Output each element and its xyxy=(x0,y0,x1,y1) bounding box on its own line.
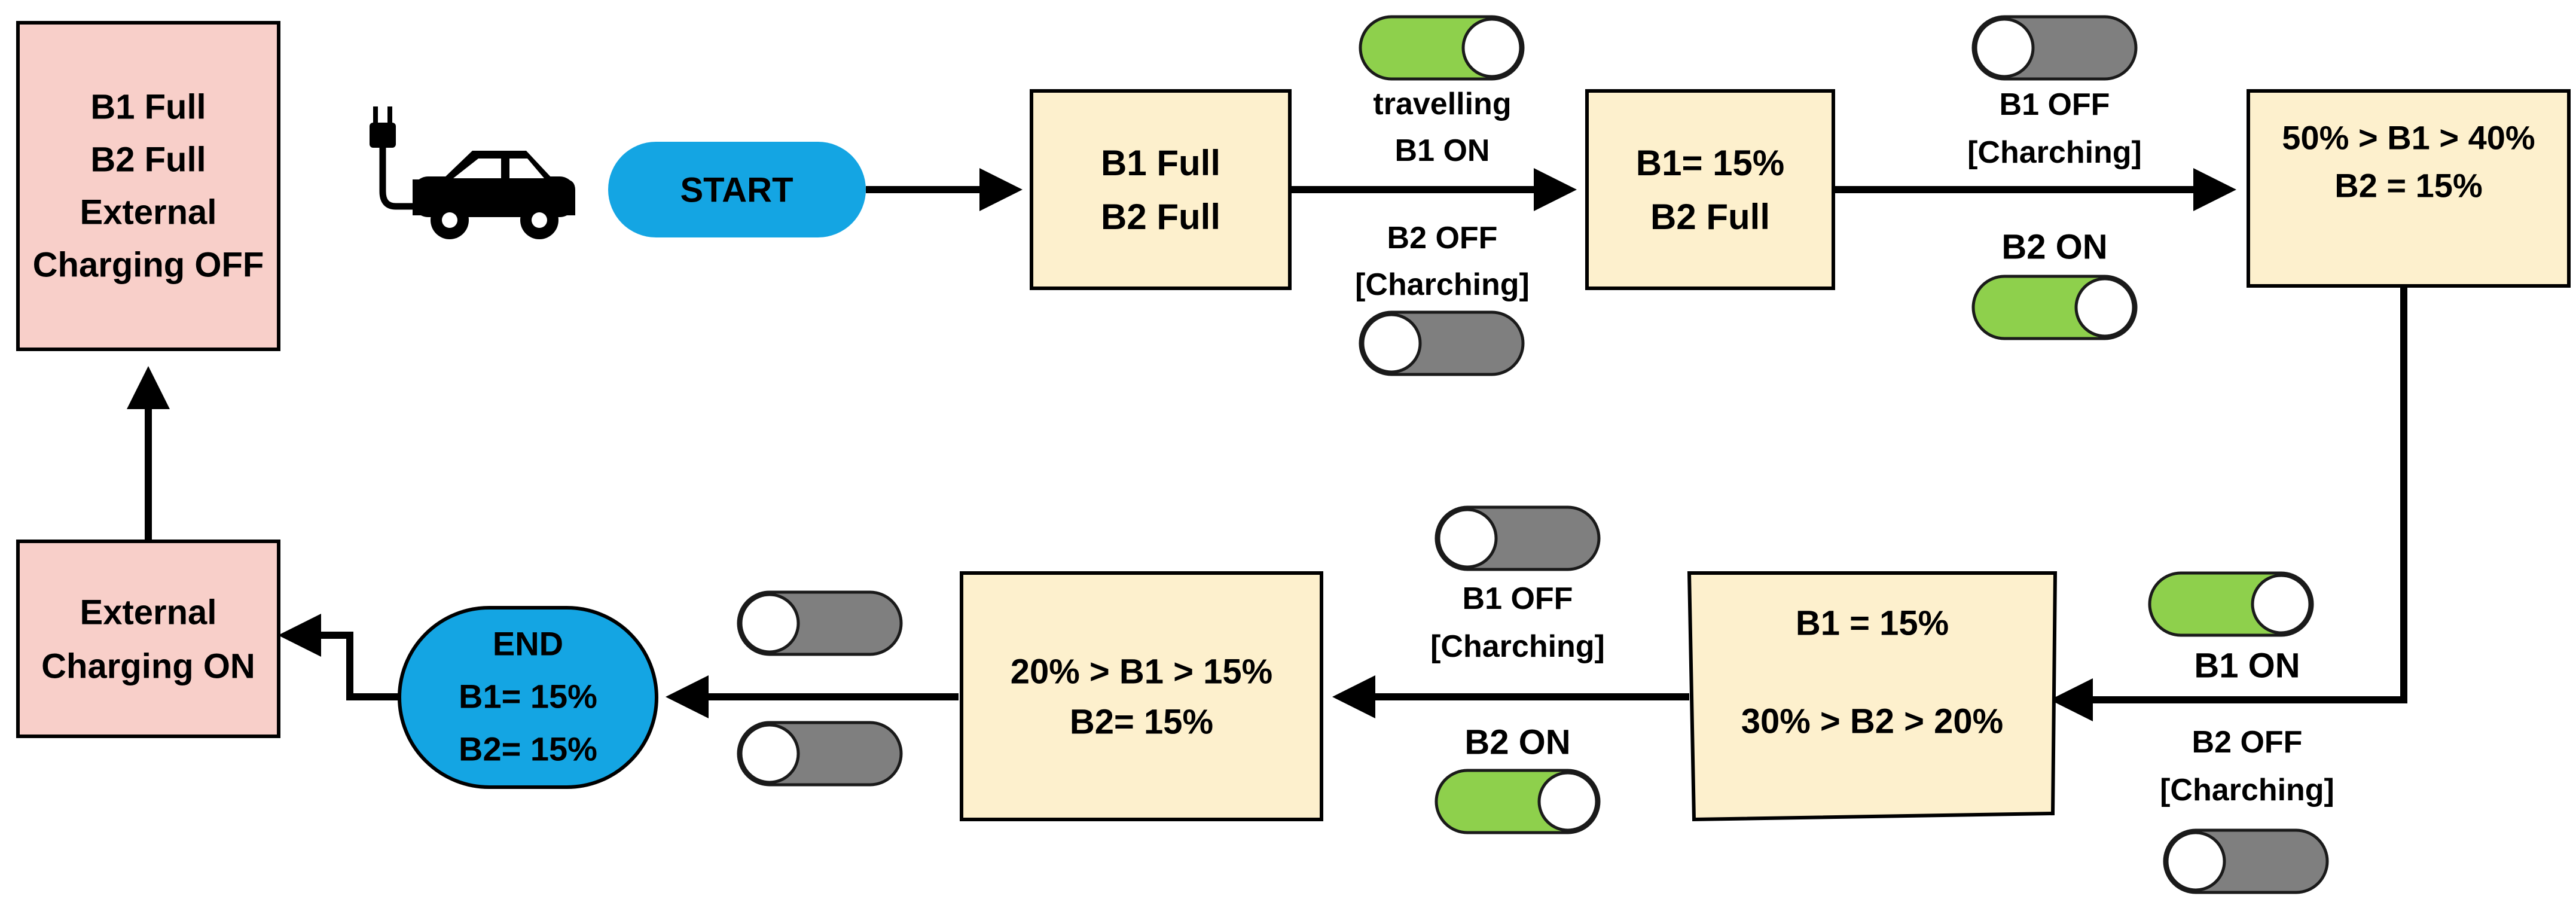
transition-4-b1-label: B1 OFF [Charching] xyxy=(1430,581,1605,664)
text-line: Charging ON xyxy=(41,647,255,685)
text-line: B2 ON xyxy=(1464,723,1570,761)
toggle-knob xyxy=(2165,831,2226,892)
arrow-end-to-ext-on xyxy=(278,614,399,700)
text-line: 30% > B2 > 20% xyxy=(1741,702,2004,741)
transition-3-b1-toggle[interactable] xyxy=(2148,571,2314,637)
state-node-2: B1= 15% B2 Full xyxy=(1585,89,1835,290)
toggle-knob xyxy=(2074,277,2135,338)
text-line: B1= 15% xyxy=(1636,143,1785,183)
text-line: External xyxy=(80,593,217,632)
text-line: B2 OFF xyxy=(2192,725,2303,760)
toggle-knob xyxy=(1361,313,1422,374)
text-line: B1 OFF xyxy=(2000,87,2110,122)
text-line: [Charching] xyxy=(1355,267,1530,302)
text-line: START xyxy=(680,170,793,209)
text-line: Charging OFF xyxy=(33,245,264,284)
state-node-4-label: B1 = 15% 30% > B2 > 20% xyxy=(1741,604,2004,741)
state-node-5: 20% > B1 > 15% B2= 15% xyxy=(960,571,1323,821)
text-line: B1= 15% xyxy=(459,678,597,715)
toggle-knob xyxy=(1437,508,1498,569)
text-line: B2= 15% xyxy=(459,730,597,768)
text-line: B1 Full xyxy=(1101,143,1220,183)
end-node-label: END B1= 15% B2= 15% xyxy=(459,625,597,768)
text-line: B2 Full xyxy=(1101,197,1220,237)
text-line: 50% > B1 > 40% xyxy=(2282,119,2535,157)
transition-5-b2-toggle[interactable] xyxy=(737,721,903,787)
toggle-knob xyxy=(1537,771,1598,832)
text-line: B1 ON xyxy=(2194,646,2300,685)
state-node-3: 50% > B1 > 40% B2 = 15% xyxy=(2247,89,2571,288)
toggle-knob xyxy=(2251,574,2312,635)
state-node-5-label: 20% > B1 > 15% B2= 15% xyxy=(1011,652,1273,741)
transition-4-b1-toggle[interactable] xyxy=(1434,505,1601,571)
text-line: 20% > B1 > 15% xyxy=(1011,652,1273,691)
transition-2-b1-label: B1 OFF [Charching] xyxy=(1967,87,2142,170)
text-line: B1 = 15% xyxy=(1796,604,1949,642)
start-node: START xyxy=(608,142,866,237)
text-line: travelling xyxy=(1373,87,1511,121)
state-node-1: B1 Full B2 Full xyxy=(1030,89,1292,290)
text-line: [Charching] xyxy=(1967,135,2142,170)
transition-1-b2-toggle[interactable] xyxy=(1359,310,1525,376)
state-node-4: B1 = 15% 30% > B2 > 20% xyxy=(1687,571,2058,822)
text-line: B1 Full xyxy=(90,87,206,126)
toggle-knob xyxy=(1461,17,1522,78)
text-line: B2= 15% xyxy=(1070,702,1213,741)
transition-3-b2-label: B2 OFF [Charching] xyxy=(2160,725,2334,807)
text-line: External xyxy=(80,193,217,231)
transition-1-b1-toggle[interactable] xyxy=(1359,15,1525,81)
end-node: END B1= 15% B2= 15% xyxy=(398,606,658,789)
state-node-1-label: B1 Full B2 Full xyxy=(1101,143,1220,237)
state-node-2-label: B1= 15% B2 Full xyxy=(1636,143,1785,237)
transition-4-b2-label: B2 ON xyxy=(1464,723,1570,761)
transition-2-b1-toggle[interactable] xyxy=(1971,15,2138,81)
text-line: [Charching] xyxy=(2160,773,2334,807)
transition-1-b2-label: B2 OFF [Charching] xyxy=(1355,221,1530,302)
start-node-label: START xyxy=(680,170,793,209)
text-line: B2 Full xyxy=(90,140,206,179)
text-line: B2 = 15% xyxy=(2334,167,2483,205)
transition-3-b1-label: B1 ON xyxy=(2194,646,2300,685)
text-line: B2 OFF xyxy=(1387,221,1498,255)
toggle-knob xyxy=(1974,17,2035,78)
connectors xyxy=(127,168,2407,721)
transition-4-b2-toggle[interactable] xyxy=(1434,769,1601,834)
transition-1-b1-label: travelling B1 ON xyxy=(1373,87,1511,168)
toggle-knob xyxy=(739,593,800,654)
arrow-s3-to-s4 xyxy=(2050,286,2407,721)
transition-2-b2-label: B2 ON xyxy=(2001,227,2107,266)
text-line: B2 Full xyxy=(1650,197,1770,237)
text-line: END xyxy=(493,625,563,663)
toggle-knob xyxy=(739,723,800,784)
transition-3-b2-toggle[interactable] xyxy=(2163,828,2329,894)
text-line: B1 OFF xyxy=(1463,581,1573,616)
transition-5-b1-toggle[interactable] xyxy=(737,590,903,656)
text-line: B2 ON xyxy=(2001,227,2107,266)
state-node-3-label: 50% > B1 > 40% B2 = 15% xyxy=(2282,119,2535,205)
transition-2-b2-toggle[interactable] xyxy=(1971,275,2138,340)
text-line: B1 ON xyxy=(1395,133,1490,168)
text-line: [Charching] xyxy=(1430,629,1605,664)
electric-car-icon xyxy=(370,106,575,239)
